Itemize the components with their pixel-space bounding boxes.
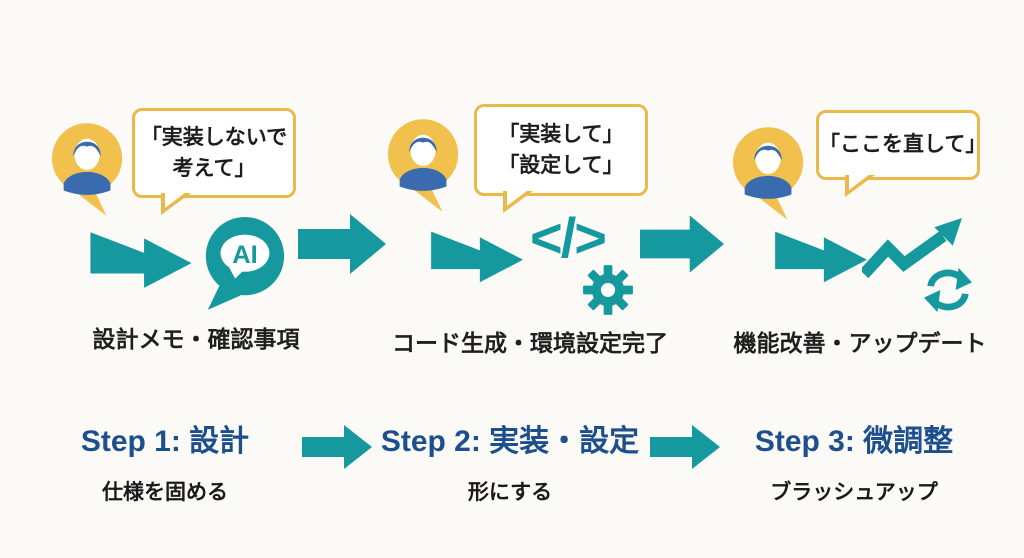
- speech-bubble: 「実装して」 「設定して」: [474, 104, 648, 213]
- step-title: Step 3: 微調整: [754, 425, 954, 458]
- code-gear-icon: </>: [526, 210, 641, 318]
- flag-arrow-icon: [428, 226, 528, 286]
- ai-chat-icon: AI: [198, 213, 288, 311]
- bubble-line: 「実装しないで: [140, 125, 288, 149]
- divider-arrow-icon: [298, 212, 388, 276]
- section-label: コード生成・環境設定完了: [392, 330, 668, 356]
- step-block: Step 1: 設計 仕様を固める: [40, 424, 290, 506]
- step-title: Step 1: 設計: [80, 425, 250, 458]
- divider-arrow-icon: [640, 212, 726, 276]
- flag-arrow-icon: [772, 226, 872, 286]
- user-avatar-icon: [50, 120, 128, 220]
- section-label: 設計メモ・確認事項: [92, 326, 300, 352]
- growth-refresh-icon: [862, 212, 974, 316]
- gear-icon: [582, 264, 634, 316]
- refresh-icon: [924, 266, 972, 314]
- ai-badge-label: AI: [232, 241, 257, 269]
- speech-bubble: 「ここを直して」: [816, 110, 987, 197]
- step-arrow-icon: [302, 424, 374, 470]
- step-arrow-icon: [650, 424, 722, 470]
- section-label: 機能改善・アップデート: [733, 330, 987, 356]
- step-subtitle: 仕様を固める: [102, 481, 228, 504]
- speech-bubble: 「実装しないで 考えて」: [132, 108, 296, 215]
- bubble-line: 「実装して」: [498, 122, 624, 146]
- flag-arrow-icon: [90, 226, 194, 292]
- bubble-line: 考えて」: [172, 157, 256, 180]
- step-title: Step 2: 実装・設定: [380, 425, 640, 458]
- step-block: Step 3: 微調整 ブラッシュアップ: [728, 424, 980, 506]
- step-subtitle: ブラッシュアップ: [770, 481, 938, 504]
- user-avatar-icon: [386, 116, 464, 216]
- bubble-line: 「設定して」: [498, 154, 624, 177]
- step-subtitle: 形にする: [467, 481, 553, 504]
- step-block: Step 2: 実装・設定 形にする: [372, 424, 648, 506]
- growth-arrow-icon: [862, 216, 966, 282]
- user-avatar-icon: [731, 124, 809, 224]
- bubble-line: 「ここを直して」: [819, 133, 987, 157]
- code-icon: </>: [530, 206, 607, 269]
